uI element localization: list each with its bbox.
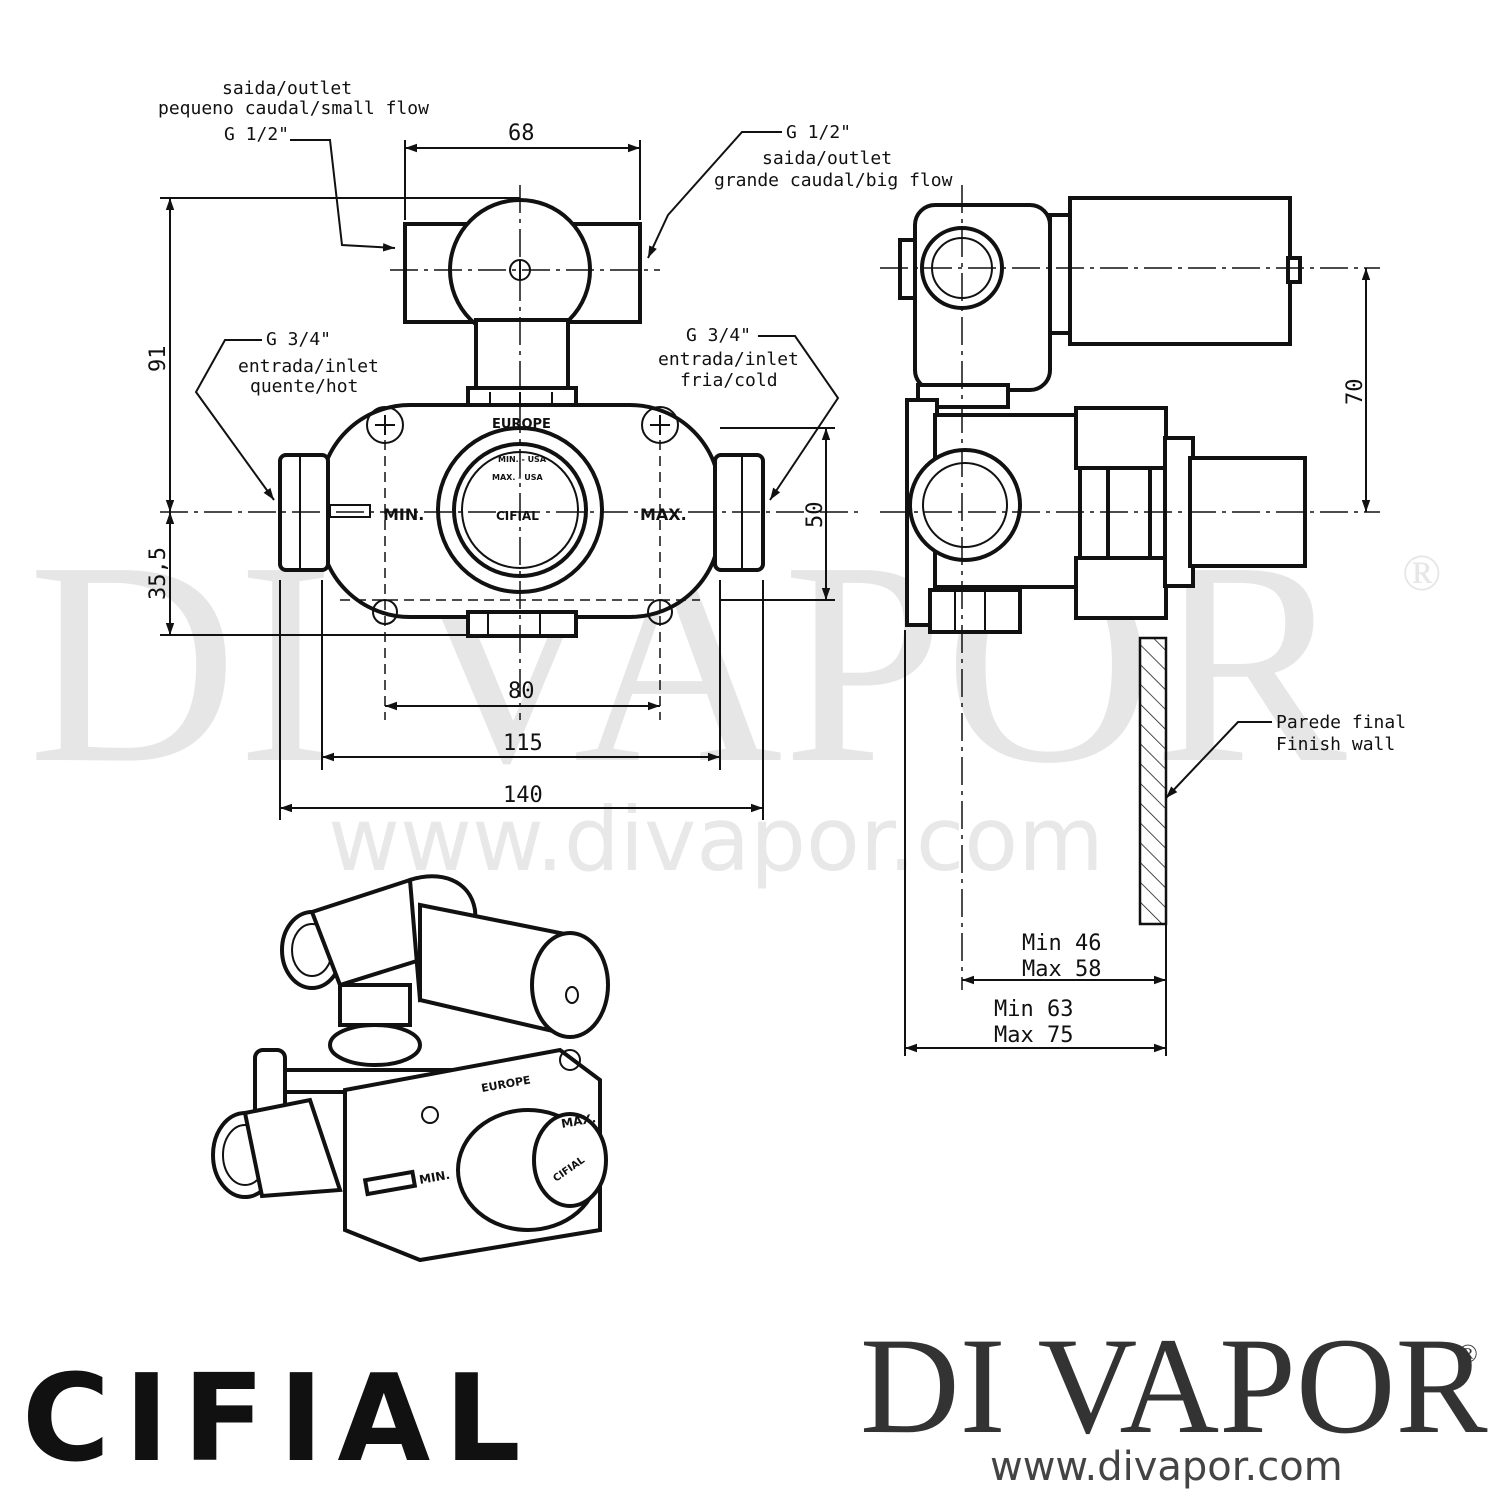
depth-inner-max: Max 58 [1022, 957, 1101, 982]
hot-inlet-line2: quente/hot [250, 376, 358, 397]
big-outlet-line2: grande caudal/big flow [714, 170, 953, 191]
divapor-url: www.divapor.com [990, 1444, 1343, 1490]
isometric-view: EUROPE MAX. MIN. CIFIAL [211, 874, 610, 1263]
dim-68: 68 [508, 121, 535, 146]
knob-brand-mark: CIFIAL [496, 509, 539, 523]
dim-50: 50 [803, 502, 828, 529]
side-bracket-top [1074, 406, 1168, 470]
dim-140: 140 [503, 783, 543, 808]
iso-temperature-knob [532, 1112, 608, 1208]
front-view: MIN. MAX. EUROPE MIN. - USA MAX. - USA C… [146, 78, 953, 820]
depth-outer-max: Max 75 [994, 1023, 1073, 1048]
iso-max-mark: MAX. [560, 1111, 597, 1131]
small-outlet-line2: pequeno caudal/small flow [158, 98, 429, 119]
side-view: 70 Parede final Finish wall Min 46 Max 5… [880, 185, 1406, 1056]
finish-wall [1138, 636, 1168, 926]
neck-pipe [474, 318, 570, 394]
side-diverter-cylinder [1068, 196, 1292, 346]
iso-min-mark: MIN. [418, 1168, 451, 1187]
leader-cold-inlet [758, 335, 840, 501]
big-outlet-line1: saida/outlet [762, 148, 892, 169]
small-outlet-thread: G 1/2" [224, 124, 289, 145]
dim-91: 91 [146, 346, 171, 373]
watermark-registered-mark: ® [1402, 545, 1442, 602]
hot-inlet-line1: entrada/inlet [238, 356, 379, 377]
dim-70: 70 [1343, 379, 1368, 406]
big-outlet-thread: G 1/2" [786, 122, 851, 143]
knob-mid-mark: MAX. - USA [492, 473, 544, 482]
iso-neck-nut [328, 1023, 422, 1067]
dim-80: 80 [508, 679, 535, 704]
leader-big-outlet [647, 131, 782, 259]
hot-inlet-thread: G 3/4" [266, 329, 331, 350]
leader-finish-wall [1165, 721, 1272, 799]
wall-label-line2: Finish wall [1276, 734, 1395, 755]
cifial-logo: CIFIAL [22, 1350, 535, 1489]
body-min-mark: MIN. [383, 505, 424, 524]
body-max-mark: MAX. [640, 505, 687, 524]
dim-35-5: 35,5 [146, 547, 171, 600]
divapor-logo: DI VAPOR [860, 1309, 1488, 1462]
body-europe-mark: EUROPE [492, 417, 551, 432]
leader-hot-inlet [194, 339, 275, 501]
cold-inlet-line1: entrada/inlet [658, 349, 799, 370]
depth-inner-min: Min 46 [1022, 931, 1101, 956]
depth-outer-min: Min 63 [994, 997, 1073, 1022]
dim-115: 115 [503, 731, 543, 756]
footer: CIFIAL DI VAPOR ® www.divapor.com [22, 1309, 1488, 1490]
cold-inlet-line2: fria/cold [680, 370, 778, 391]
side-bottom-nut [928, 588, 1022, 634]
small-outlet-line1: saida/outlet [222, 78, 352, 99]
wall-label-line1: Parede final [1276, 712, 1406, 733]
cold-inlet-thread: G 3/4" [686, 325, 751, 346]
leader-small-outlet [290, 139, 396, 252]
knob-top-mark: MIN. - USA [498, 455, 547, 464]
side-inlet-port [908, 448, 1022, 562]
min-indicator-bar [329, 504, 371, 518]
divapor-registered-mark: ® [1458, 1339, 1478, 1368]
bottom-nut [466, 610, 578, 638]
side-bracket-bottom [1074, 556, 1168, 620]
